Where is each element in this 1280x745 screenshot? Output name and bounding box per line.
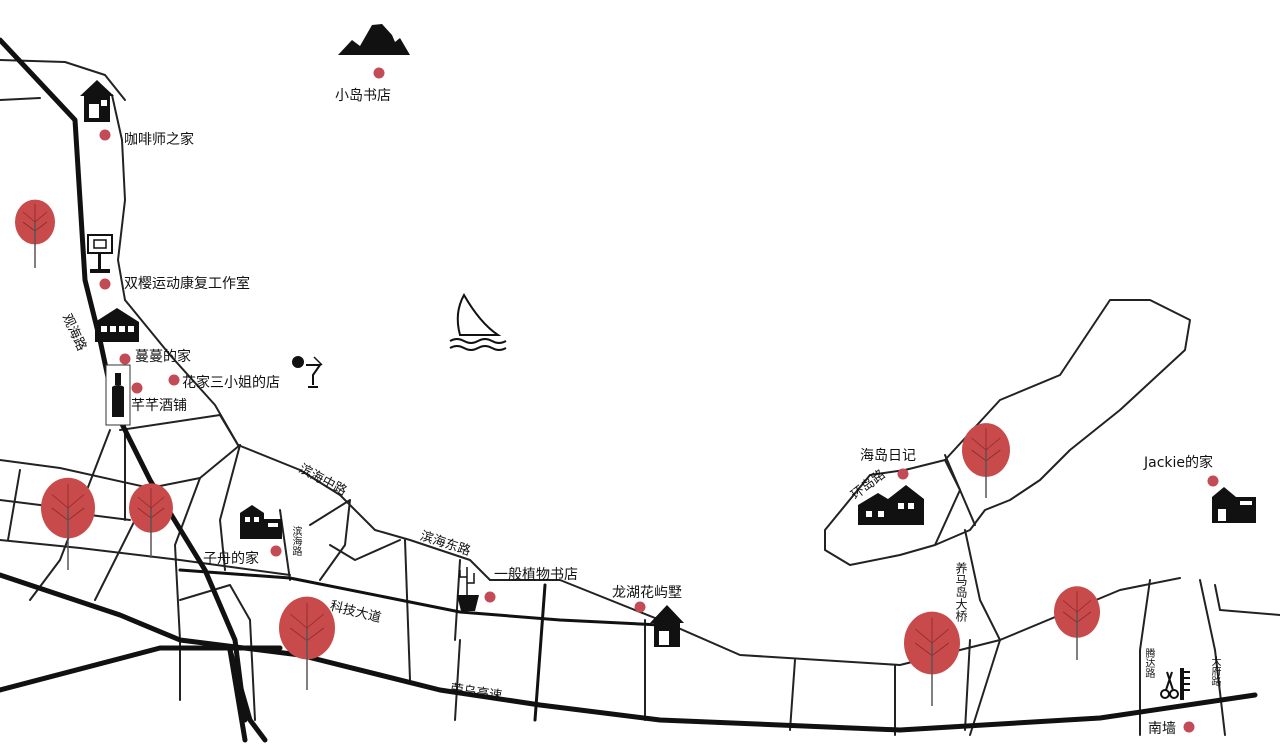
- road-label-yangmadao: 养马岛大桥: [954, 562, 968, 622]
- road-major: [533, 583, 547, 722]
- road-segment: [944, 454, 976, 526]
- marker-manman[interactable]: [119, 353, 131, 365]
- tree-icon: [1054, 586, 1100, 660]
- road-segment: [1199, 579, 1226, 736]
- signpost-icon: [87, 234, 113, 273]
- place-label-kafei[interactable]: 咖啡师之家: [124, 132, 194, 148]
- marker-kafei[interactable]: [99, 129, 111, 141]
- place-label-manman[interactable]: 蔓蔓的家: [135, 349, 191, 365]
- road-segment: [0, 539, 291, 576]
- marker-huajia[interactable]: [168, 374, 180, 386]
- marker-shuangying[interactable]: [99, 278, 111, 290]
- villa-icon: [858, 485, 924, 525]
- tree-icon: [41, 477, 95, 570]
- marker-nanqiang[interactable]: [1183, 721, 1195, 733]
- place-label-shuangying[interactable]: 双樱运动康复工作室: [124, 276, 250, 292]
- island-outline: [824, 459, 961, 566]
- road-segment: [404, 539, 411, 681]
- road-major: [227, 647, 268, 743]
- house-icon: [1212, 487, 1256, 523]
- road-segment: [789, 659, 796, 731]
- road-segment: [179, 584, 251, 621]
- road-segment: [1214, 584, 1280, 616]
- tree-icon: [129, 483, 173, 558]
- cactus-icon: [457, 567, 479, 611]
- road-segment: [309, 499, 351, 581]
- road-segment: [454, 639, 461, 721]
- marker-haidao[interactable]: [897, 468, 909, 480]
- road-segment: [0, 59, 126, 101]
- place-markers: [99, 67, 1219, 733]
- tree-icon: [962, 423, 1010, 498]
- road-segment: [969, 639, 1001, 736]
- house-icon: [240, 505, 282, 539]
- place-label-nanqiang[interactable]: 南墙: [1148, 721, 1176, 737]
- tree-icon: [904, 611, 960, 706]
- road-major: [0, 645, 283, 693]
- road-segment: [7, 469, 21, 541]
- trees: [15, 199, 1100, 706]
- rongwu-expressway: [0, 572, 1258, 733]
- place-label-longhu[interactable]: 龙湖花屿墅: [612, 585, 682, 601]
- road-segment: [0, 97, 41, 101]
- road-segment: [174, 477, 201, 641]
- sailboat-icon: [449, 292, 507, 351]
- road-segment: [454, 559, 461, 641]
- icons: [80, 24, 1256, 700]
- place-label-xiaodao[interactable]: 小岛书店: [335, 88, 391, 104]
- cocktail-icon: [292, 356, 323, 388]
- road-segment: [111, 94, 126, 301]
- place-label-huajia[interactable]: 花家三小姐的店: [182, 375, 280, 391]
- road-segment: [0, 444, 241, 489]
- road-segment: [964, 639, 971, 731]
- place-label-zizhou[interactable]: 子舟的家: [203, 551, 259, 567]
- marker-jackie[interactable]: [1207, 475, 1219, 487]
- hair-tools-icon: [1160, 668, 1190, 700]
- coastal-road: [237, 444, 1181, 666]
- island-rock-icon: [338, 24, 410, 55]
- wine-bottle-icon: [105, 364, 131, 426]
- road-label-dafu: 大府路: [1209, 656, 1220, 686]
- tree-icon: [15, 199, 55, 268]
- road-label-binhai-small: 滨海路: [290, 526, 301, 556]
- road-segment: [119, 414, 239, 446]
- road-segment: [249, 619, 256, 721]
- marker-xiaodao[interactable]: [373, 67, 385, 79]
- road-segment: [219, 444, 241, 571]
- bridge-road: [964, 529, 1001, 641]
- road-label-tengda: 腾达路: [1143, 648, 1154, 678]
- marker-longhu[interactable]: [634, 601, 646, 613]
- marker-qianqian[interactable]: [131, 382, 143, 394]
- house-icon: [650, 605, 684, 647]
- house-icon: [95, 308, 139, 342]
- place-label-haidao[interactable]: 海岛日记: [860, 448, 916, 464]
- keji-avenue: [178, 568, 662, 722]
- tree-icon: [279, 596, 335, 690]
- place-label-qianqian[interactable]: 芊芊酒铺: [131, 398, 187, 414]
- place-label-yiban[interactable]: 一般植物书店: [494, 567, 578, 583]
- house-icon: [80, 80, 114, 122]
- marker-yiban[interactable]: [484, 591, 496, 603]
- place-label-jackie[interactable]: Jackie的家: [1144, 455, 1214, 471]
- road-segment: [329, 539, 401, 561]
- keji-avenue-line: [178, 568, 662, 627]
- marker-zizhou[interactable]: [270, 545, 282, 557]
- road-segment: [1139, 579, 1151, 736]
- island-outline: [934, 299, 1191, 546]
